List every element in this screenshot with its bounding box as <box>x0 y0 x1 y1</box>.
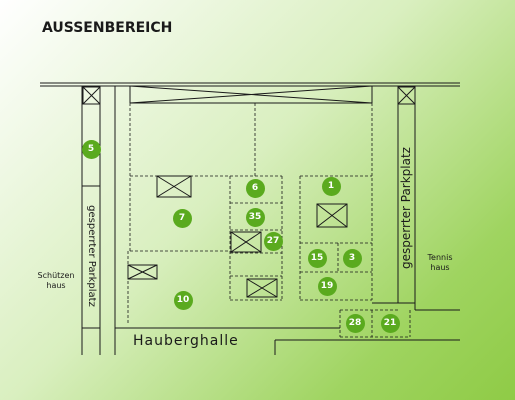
spot-badge-15[interactable]: 15 <box>307 248 327 268</box>
label-tennishaus: Tennis haus <box>427 253 453 272</box>
crossbox-1 <box>316 203 348 228</box>
spot-badge-7[interactable]: 7 <box>172 208 192 228</box>
spot-badge-28[interactable]: 28 <box>345 313 365 333</box>
spot-badge-19[interactable]: 19 <box>317 276 337 296</box>
page-title: AUSSENBEREICH <box>42 20 173 36</box>
spot-badge-1[interactable]: 1 <box>321 176 341 196</box>
label-schuetzenhaus: Schützen haus <box>37 271 75 290</box>
crossbox-27 <box>230 231 262 253</box>
crossbox-right-top <box>397 86 416 105</box>
crossbox-lower <box>246 278 278 298</box>
label-hauberghalle: Hauberghalle <box>133 333 239 349</box>
crossbox-7 <box>156 175 192 198</box>
crossbox-10 <box>127 264 158 280</box>
crossbox-left-top <box>82 86 101 105</box>
spot-badge-35[interactable]: 35 <box>245 207 265 227</box>
label-parkplatz-right: gesperrter Parkplatz <box>399 147 413 269</box>
spot-badge-5[interactable]: 5 <box>81 139 101 159</box>
spot-badge-3[interactable]: 3 <box>342 248 362 268</box>
label-parkplatz-left: gesperrter Parkplatz <box>86 205 97 307</box>
spot-badge-27[interactable]: 27 <box>263 231 283 251</box>
spot-badge-21[interactable]: 21 <box>380 313 400 333</box>
spot-badge-6[interactable]: 6 <box>245 178 265 198</box>
spot-badge-10[interactable]: 10 <box>173 290 193 310</box>
